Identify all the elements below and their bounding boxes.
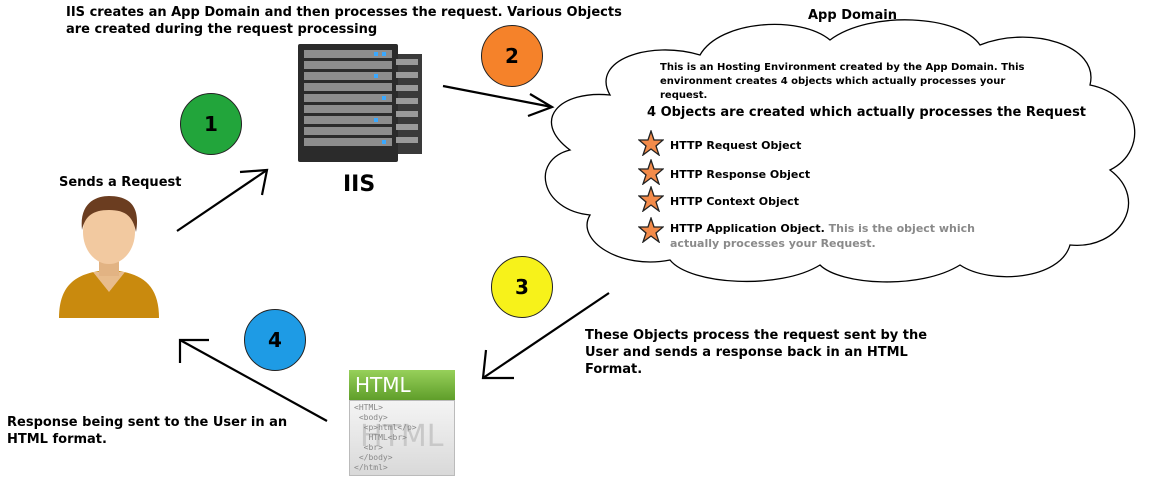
arrow-html-to-user [178, 338, 328, 422]
html-icon-watermark: HTML [360, 419, 444, 454]
object-label: HTTP Context Object [670, 194, 799, 208]
star-icon [637, 128, 665, 160]
star-icon [637, 184, 665, 216]
app-domain-title: App Domain [808, 8, 897, 23]
step-1-badge: 1 [180, 93, 242, 155]
step-2-badge: 2 [481, 25, 543, 87]
object-note: This is the object which actually proces… [670, 222, 976, 250]
html-document-icon: HTML HTML <HTML> <body> <p>html</p> HTML… [349, 370, 455, 476]
app-domain-cloud [544, 19, 1136, 283]
object-item: HTTP Response Object [637, 157, 811, 189]
object-text: HTTP Application Object. This is the obj… [670, 221, 990, 251]
arrow-cloud-to-html [481, 292, 610, 380]
iis-label: IIS [343, 172, 376, 197]
process-caption: These Objects process the request sent b… [585, 328, 928, 377]
step-3-badge: 3 [491, 256, 553, 318]
response-caption: Response being sent to the User in an HT… [7, 415, 288, 447]
step-4-badge: 4 [244, 309, 306, 371]
object-label: HTTP Request Object [670, 138, 802, 152]
user-avatar-icon [57, 192, 161, 318]
object-item: HTTP Application Object. This is the obj… [637, 215, 990, 251]
object-label: HTTP Application Object. [670, 222, 825, 235]
iis-caption: IIS creates an App Domain and then proce… [66, 5, 622, 37]
cloud-heading: 4 Objects are created which actually pro… [647, 105, 1087, 120]
star-icon [637, 215, 665, 247]
object-item: HTTP Request Object [637, 128, 802, 160]
user-caption: Sends a Request [59, 175, 182, 190]
arrow-user-to-iis [176, 168, 269, 232]
cloud-intro: This is an Hosting Environment created b… [660, 62, 1025, 101]
star-icon [637, 157, 665, 189]
object-item: HTTP Context Object [637, 184, 799, 216]
html-icon-title: HTML [349, 370, 455, 400]
server-icon [296, 44, 424, 164]
arrow-iis-to-cloud [442, 84, 555, 118]
html-icon-code: <HTML> <body> <p>html</p> HTML<br> <br> … [354, 403, 417, 472]
object-label: HTTP Response Object [670, 167, 811, 181]
